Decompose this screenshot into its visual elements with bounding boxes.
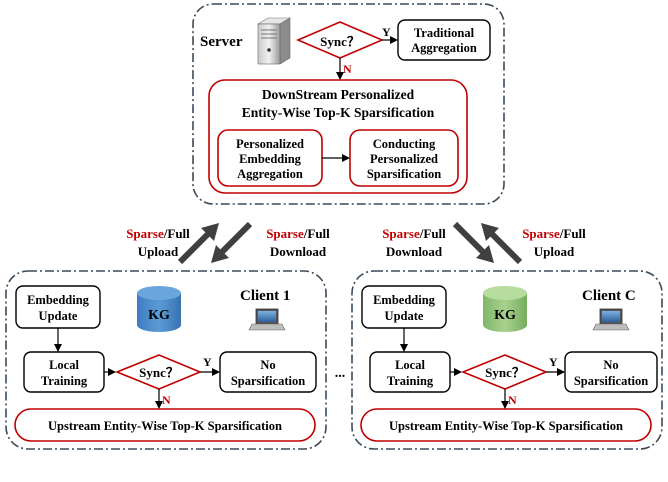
conduct-line2: Personalized [370,152,438,166]
clientc-yes-label: Y [549,355,558,369]
downstream-title-line2: Entity-Wise Top-K Sparsification [242,105,435,120]
left-upload-label: Sparse/Full [126,226,190,241]
right-download-sparse: Sparse [382,226,420,241]
clientc-no-sparsification-box [564,351,658,393]
embed-agg-line2: Embedding [239,152,302,166]
server-boundary [192,3,505,205]
left-upload-rest: /Full [163,226,190,241]
client1-upstream-sparsification-box [14,408,316,442]
clientc-no-label: N [508,393,517,407]
client1-label: Client 1 [240,288,290,304]
client1-local-line2: Training [41,374,88,388]
clientc-laptop-icon [592,308,630,331]
client1-nosparse-line1: No [260,358,275,372]
clientc-embedding-line1: Embedding [373,293,436,307]
left-download-rest: /Full [303,226,330,241]
clientc-upstream-sparsification-box [360,408,652,442]
left-download-line2: Download [270,244,327,259]
client1-local-line1: Local [49,358,79,372]
client1-laptop-icon [248,308,286,331]
client1-nosparse-line2: Sparsification [231,374,305,388]
server-label: Server [200,34,243,50]
clientc-kg-label: KG [494,308,516,323]
server-group: Server Sync？ Y Traditional Aggregation N… [192,3,505,205]
server-no-label: N [343,62,352,76]
right-download-arrow [452,221,494,263]
right-download-label: Sparse/Full [382,226,446,241]
downstream-title-line1: DownStream Personalized [262,87,415,102]
client1-yes-label: Y [203,355,212,369]
traditional-aggregation-box [397,19,491,61]
client1-boundary [5,270,327,450]
right-upload-label: Sparse/Full [522,226,586,241]
client1-no-sparsification-box [219,351,317,393]
client1-kg-label: KG [148,308,170,323]
embed-agg-line3: Aggregation [237,167,303,181]
right-upload-line2: Upload [534,244,575,259]
traditional-line1: Traditional [414,26,475,40]
server-sync-label: Sync？ [320,34,360,49]
right-download-line2: Download [386,244,443,259]
server-yes-label: Y [382,25,391,39]
server-tower-icon [256,17,292,65]
clientc-kg-database-icon: KG [483,286,527,332]
left-download-label: Sparse/Full [266,226,330,241]
clientc-local-line2: Training [387,374,434,388]
right-upload-sparse: Sparse [522,226,560,241]
conducting-personalized-sparsification-box [349,129,459,187]
right-download-rest: /Full [419,226,446,241]
left-download-arrow [211,221,253,263]
client1-group: Embedding Update KG Client 1 Local Train… [5,270,327,450]
client1-embedding-line2: Update [39,309,78,323]
left-download-sparse: Sparse [266,226,304,241]
client1-sync-label: Sync？ [139,365,179,380]
clientc-nosparse-line1: No [603,358,618,372]
clientc-embedding-line2: Update [385,309,424,323]
left-upload-sparse: Sparse [126,226,164,241]
clientc-sync-label: Sync？ [485,365,525,380]
clientc-label: Client C [582,288,636,304]
embed-agg-line1: Personalized [236,137,304,151]
conduct-line3: Sparsification [367,167,441,181]
client1-upstream-label: Upstream Entity-Wise Top-K Sparsificatio… [48,419,282,433]
client1-kg-database-icon: KG [137,286,181,332]
clients-ellipsis: ... [335,366,346,381]
traditional-line2: Aggregation [411,41,477,55]
right-upload-rest: /Full [559,226,586,241]
right-upload-arrow [481,223,523,265]
clientc-group: Embedding Update KG Client C Local Train… [351,270,663,450]
clientc-nosparse-line2: Sparsification [574,374,648,388]
clientc-local-line1: Local [395,358,425,372]
clientc-upstream-label: Upstream Entity-Wise Top-K Sparsificatio… [389,419,623,433]
client1-no-label: N [162,393,171,407]
transfer-arrows [177,221,523,265]
clientc-boundary [351,270,663,450]
conduct-line1: Conducting [373,137,436,151]
left-upload-arrow [177,223,219,265]
left-upload-line2: Upload [138,244,179,259]
client1-embedding-line1: Embedding [27,293,90,307]
